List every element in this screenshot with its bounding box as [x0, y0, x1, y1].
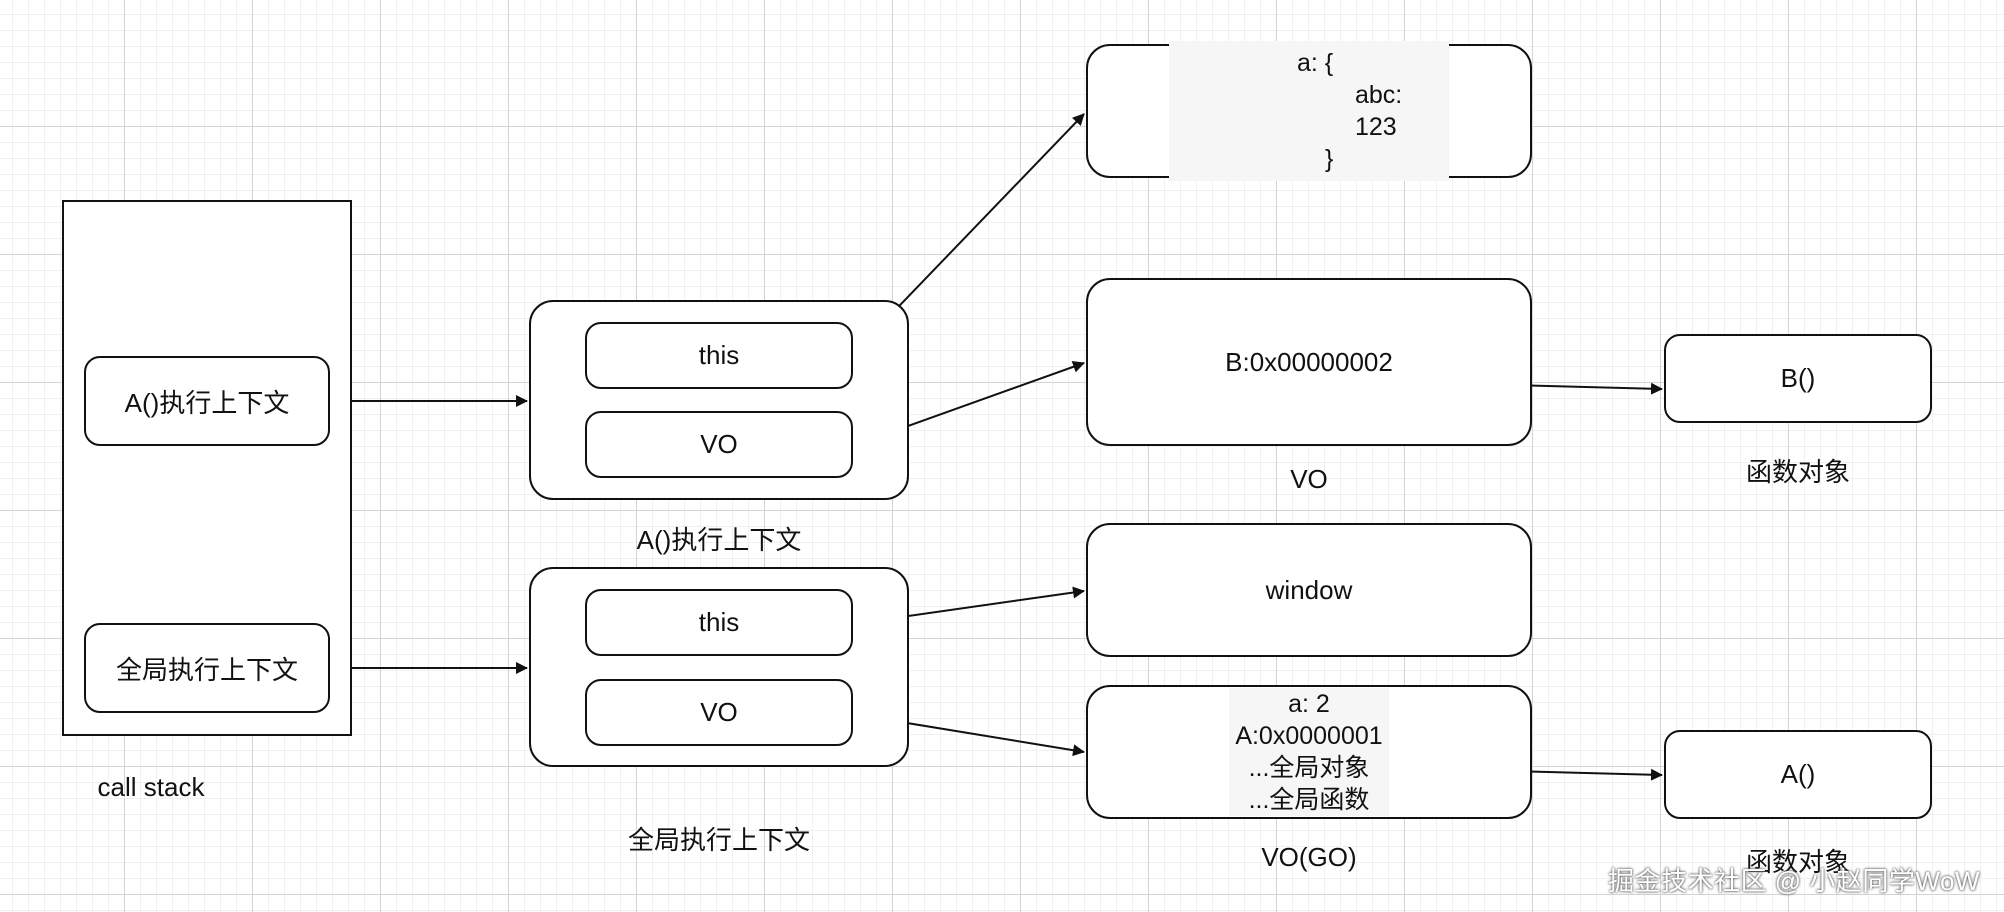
a-vo-box[interactable]: B:0x00000002	[1086, 278, 1532, 446]
call-stack-frame-a[interactable]: A()执行上下文	[84, 356, 330, 446]
object-a-line-3: }	[1325, 145, 1334, 173]
global-context-caption: 全局执行上下文	[627, 825, 811, 855]
function-a-box[interactable]: A()	[1664, 730, 1932, 819]
watermark-text: 掘金技术社区 @ 小赵同学WoW	[1608, 866, 1980, 896]
global-vo-box[interactable]: a: 2 A:0x0000001 ...全局对象 ...全局函数	[1086, 685, 1532, 819]
global-vo-caption: VO(GO)	[1261, 842, 1357, 872]
global-vo-line-4: ...全局函数	[1248, 786, 1370, 814]
a-context-this[interactable]: this	[585, 322, 853, 389]
object-a-line-1: a: {	[1297, 49, 1334, 77]
a-context-vo-label: VO	[700, 429, 738, 459]
call-stack-frame-global[interactable]: 全局执行上下文	[84, 623, 330, 713]
object-a-line-2: abc: 123	[1355, 81, 1403, 141]
function-a-caption: 函数对象	[1745, 847, 1851, 877]
global-context-this[interactable]: this	[585, 589, 853, 656]
global-context-vo-label: VO	[700, 697, 738, 727]
function-a-text: A()	[1780, 759, 1816, 789]
object-a-code: a: { abc: 123 }	[1169, 41, 1449, 181]
function-b-text: B()	[1780, 363, 1816, 393]
a-context-vo[interactable]: VO	[585, 411, 853, 478]
function-b-caption: 函数对象	[1745, 457, 1851, 487]
a-vo-text: B:0x00000002	[1225, 346, 1393, 377]
call-stack-frame-global-label: 全局执行上下文	[115, 654, 298, 685]
object-a-box[interactable]: a: { abc: 123 }	[1086, 41, 1532, 181]
a-context-this-label: this	[698, 340, 740, 370]
global-vo-line-2: A:0x0000001	[1235, 722, 1383, 750]
global-vo-line-3: ...全局对象	[1248, 754, 1370, 782]
window-box[interactable]: window	[1086, 523, 1532, 657]
global-context-vo[interactable]: VO	[585, 679, 853, 746]
call-stack-label: call stack	[97, 772, 205, 802]
call-stack-frame-a-label: A()执行上下文	[124, 387, 290, 418]
global-vo-line-1: a: 2	[1288, 690, 1330, 718]
function-b-box[interactable]: B()	[1664, 334, 1932, 423]
window-text: window	[1265, 574, 1353, 605]
a-vo-caption: VO	[1290, 464, 1328, 494]
a-context-caption: A()执行上下文	[636, 525, 802, 555]
global-context-this-label: this	[698, 607, 740, 637]
global-vo-code: a: 2 A:0x0000001 ...全局对象 ...全局函数	[1229, 688, 1389, 816]
